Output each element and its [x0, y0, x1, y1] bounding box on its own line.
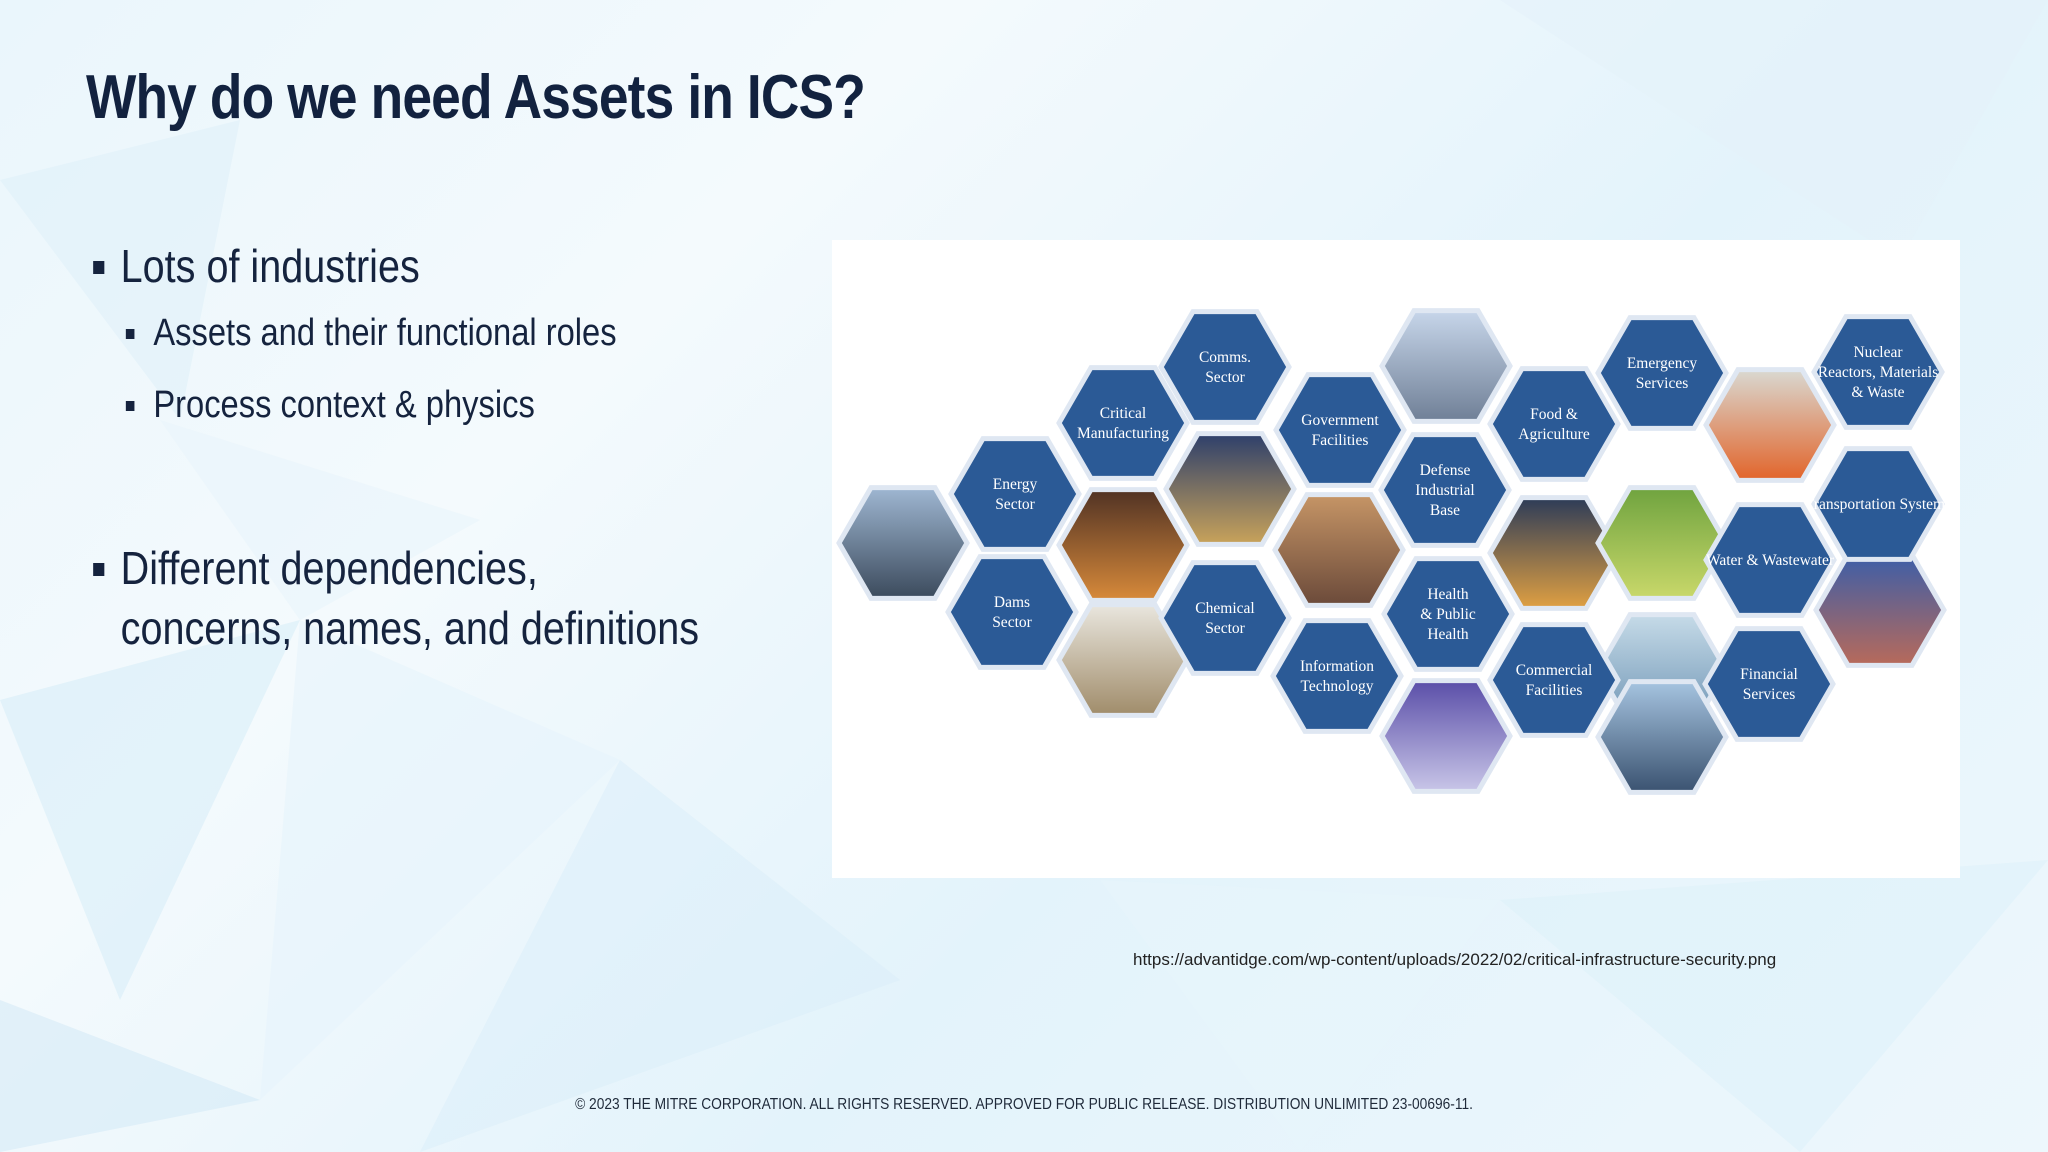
cooling-towers-photo — [1272, 492, 1406, 608]
power-lines-photo — [836, 485, 970, 601]
sector-hexagon-shape — [948, 436, 1082, 552]
sector-label: Comms.Sector — [1199, 349, 1251, 386]
sector-hexagon-shape — [1702, 626, 1836, 742]
square-bullet-icon — [93, 563, 105, 576]
satellite-tower-photo — [1163, 431, 1297, 547]
sector-hexagon-shape — [1056, 365, 1190, 481]
bullet-different-dependencies: Different dependencies, concerns, names,… — [88, 538, 707, 658]
sector-hexagon-shape — [1158, 560, 1292, 676]
copyright-footer: © 2023 THE MITRE CORPORATION. ALL RIGHTS… — [0, 1096, 2048, 1114]
sector-hexagon: Comms.Sector — [1158, 309, 1292, 425]
helicopter-photo — [1703, 367, 1837, 483]
square-bullet-icon — [125, 401, 135, 411]
corn-field-photo — [1595, 485, 1729, 601]
sector-hexagon: Water & Wastewater — [1703, 502, 1837, 618]
bullet-assets-functional-roles: Assets and their functional roles — [88, 308, 707, 358]
sector-hexagon-shape — [945, 554, 1079, 670]
bullet-process-context: Process context & physics — [88, 380, 707, 430]
sector-hexagon-shape — [1487, 366, 1621, 482]
sector-label: Transportation Systems — [1805, 496, 1951, 513]
bullet-text: Different dependencies, concerns, names,… — [120, 542, 700, 654]
sector-hexagon: Transportation Systems — [1805, 446, 1951, 562]
capitol-building-photo — [1379, 308, 1513, 424]
sector-hexagon-shape — [1378, 432, 1512, 548]
sector-hexagon-shape — [1158, 309, 1292, 425]
factory-worker-photo — [1056, 487, 1190, 603]
sector-hexagon: Food &Agriculture — [1487, 366, 1621, 482]
sector-hexagon-shape — [1703, 502, 1837, 618]
bridge-photo — [1813, 552, 1947, 668]
copyright-text: © 2023 THE MITRE CORPORATION. ALL RIGHTS… — [575, 1096, 1473, 1113]
square-bullet-icon — [93, 261, 105, 274]
bullet-lots-of-industries: Lots of industries — [88, 236, 707, 296]
documents-photo — [1056, 602, 1190, 718]
slide-title: Why do we need Assets in ICS? — [86, 63, 866, 132]
bullet-list: Lots of industries Assets and their func… — [88, 236, 808, 658]
square-bullet-icon — [125, 329, 135, 339]
vials-photo — [1379, 678, 1513, 794]
sector-hexagon-shape — [1487, 622, 1621, 738]
sector-hexagon-shape — [1273, 372, 1407, 488]
source-url: https://advantidge.com/wp-content/upload… — [1133, 950, 1777, 969]
bullet-text: Lots of industries — [120, 240, 420, 292]
sector-hexagon-shape — [1811, 314, 1945, 430]
sector-hexagon-shape — [1811, 446, 1945, 562]
sector-hexagon-shape — [1595, 315, 1729, 431]
sector-label: Food &Agriculture — [1518, 406, 1590, 443]
sector-hexagon-shape — [1270, 618, 1404, 734]
welder-photo — [1487, 495, 1621, 611]
bullet-text: Assets and their functional roles — [153, 312, 617, 354]
bullet-text: Process context & physics — [153, 384, 535, 426]
skyscrapers-photo — [1595, 679, 1729, 795]
sector-label: Water & Wastewater — [1706, 552, 1835, 569]
sector-hexagon-shape — [1381, 556, 1515, 672]
